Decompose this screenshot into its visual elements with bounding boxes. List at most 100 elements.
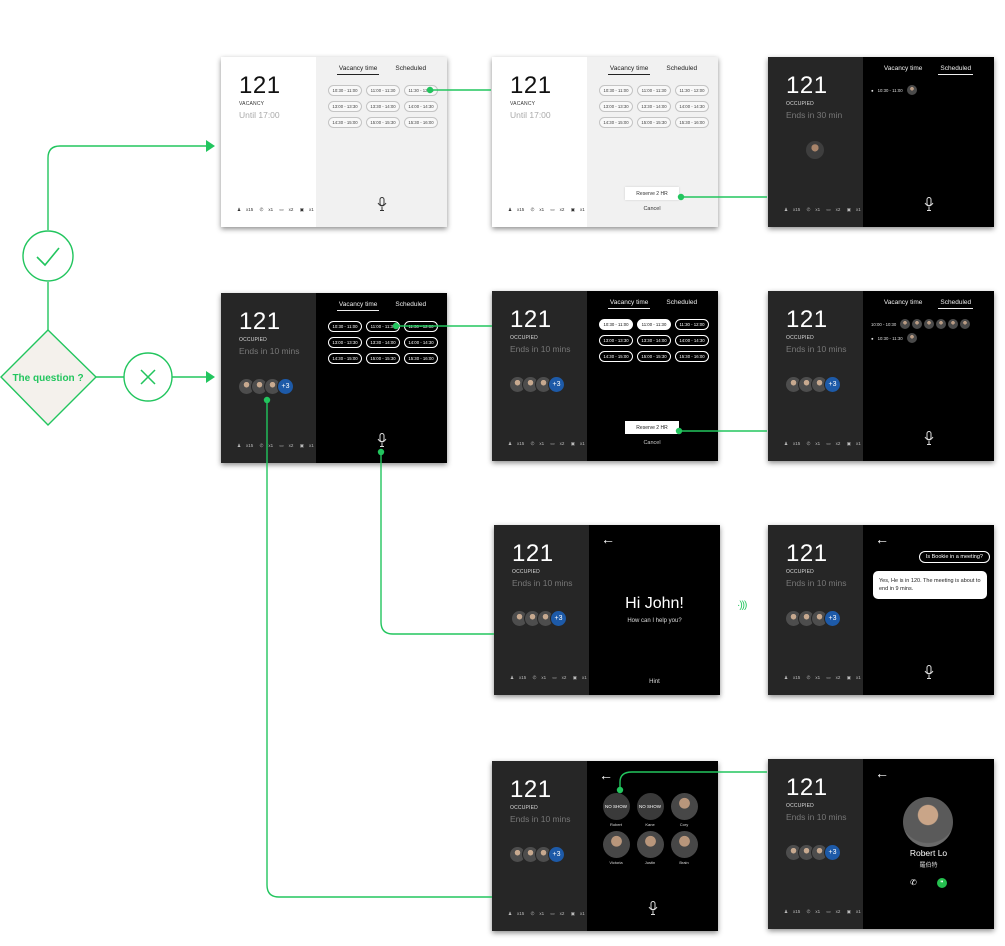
mic-icon[interactable] [924, 431, 934, 445]
attendee-avatars[interactable]: +3 [511, 610, 567, 627]
time-slot[interactable]: 11:00 - 11:30 [366, 85, 400, 96]
room-panel: 121 OCCUPIED Ends in 10 mins +3 ♟x15 ✆x1… [492, 761, 587, 931]
time-slot[interactable]: 13:00 - 13:30 [599, 101, 633, 112]
greeting: Hi John! [625, 595, 684, 612]
amenities: ♟x15 ✆x1 ▭x2 ▣x1 [508, 207, 585, 212]
time-slot[interactable]: 11:30 - 12:00 [404, 85, 438, 96]
tab-scheduled[interactable]: Scheduled [666, 299, 698, 306]
time-slot[interactable]: 10:30 - 11:00 [599, 85, 633, 96]
list-item: 10:00 - 10:30 [871, 317, 971, 331]
time-slot[interactable]: 15:30 - 16:00 [675, 117, 709, 128]
attendee-avatars[interactable]: +3 [785, 376, 841, 393]
phone-icon: ✆ [532, 675, 537, 680]
time-slot[interactable]: 14:00 - 14:30 [675, 101, 709, 112]
tab-scheduled[interactable]: Scheduled [395, 301, 427, 308]
time-slot[interactable]: 15:00 - 15:30 [637, 117, 671, 128]
screen-icon: ▭ [550, 207, 555, 212]
attendee-victoria[interactable]: Victoria [601, 831, 631, 865]
room-status: VACANCY [510, 101, 536, 107]
tab-scheduled[interactable]: Scheduled [938, 65, 974, 75]
back-arrow-icon[interactable]: ← [875, 531, 889, 547]
time-slot[interactable]: 15:30 - 16:00 [404, 117, 438, 128]
screen-icon: ▭ [826, 909, 831, 914]
attendee-avatars[interactable]: +3 [509, 846, 565, 863]
tab-vacancy-time[interactable]: Vacancy time [883, 299, 923, 306]
time-slot[interactable]: 14:00 - 14:30 [675, 335, 709, 346]
attendee-avatars[interactable]: +3 [509, 376, 565, 393]
time-slot[interactable]: 14:30 - 15:00 [328, 117, 362, 128]
screen-icon: ▭ [279, 207, 284, 212]
booking-panel: Vacancy time Scheduled 10:00 - 10:30 ●10… [863, 291, 994, 461]
time-slot[interactable]: 13:30 - 14:00 [637, 101, 671, 112]
time-slot[interactable]: 14:00 - 14:30 [404, 101, 438, 112]
time-slot[interactable]: 14:30 - 15:00 [599, 351, 633, 362]
time-slot[interactable]: 13:30 - 14:00 [637, 335, 671, 346]
hint-button[interactable]: Hint [649, 679, 660, 685]
time-slot[interactable]: 11:30 - 12:00 [675, 85, 709, 96]
time-slot[interactable]: 13:00 - 13:30 [328, 101, 362, 112]
attendee-brain[interactable]: Brain [669, 831, 699, 865]
mic-icon[interactable] [924, 197, 934, 211]
tab-scheduled[interactable]: Scheduled [938, 299, 974, 309]
cancel-button[interactable]: Cancel [643, 440, 661, 446]
time-slot[interactable]: 10:30 - 11:00 [328, 85, 362, 96]
time-slot[interactable]: 10:30 - 11:00 [599, 319, 633, 330]
back-arrow-icon[interactable]: ← [875, 765, 889, 781]
attendee-justin[interactable]: Justin [635, 831, 665, 865]
time-slot[interactable]: 15:00 - 15:30 [637, 351, 671, 362]
back-arrow-icon[interactable]: ← [601, 531, 615, 547]
screen-occupied-scheduled: 121 OCCUPIED Ends in 30 min ♟x15 ✆x1 ▭x2… [768, 57, 994, 227]
time-slot[interactable]: 14:30 - 15:00 [599, 117, 633, 128]
tab-vacancy-time[interactable]: Vacancy time [336, 301, 380, 311]
time-slot[interactable]: 11:00 - 11:30 [637, 319, 671, 330]
reserve-button[interactable]: Reserve 2 HR [625, 187, 679, 200]
time-slot[interactable]: 15:00 - 15:30 [366, 117, 400, 128]
mic-icon[interactable] [377, 197, 387, 211]
attendee-avatars[interactable]: +3 [785, 844, 841, 861]
time-slot[interactable]: 14:00 - 14:30 [404, 337, 438, 348]
tab-vacancy-time[interactable]: Vacancy time [607, 65, 651, 75]
vr-icon: ▣ [299, 207, 304, 212]
phone-icon: ✆ [530, 911, 535, 916]
mic-icon[interactable] [924, 665, 934, 679]
time-slot[interactable]: 11:30 - 12:00 [404, 321, 438, 332]
amenities: ♟x15 ✆x1 ▭x2 ▣x1 [784, 675, 861, 680]
tab-vacancy-time[interactable]: Vacancy time [336, 65, 380, 75]
attendee-avatars[interactable]: +3 [785, 610, 841, 627]
time-slot[interactable]: 13:00 - 13:30 [328, 337, 362, 348]
tab-vacancy-time[interactable]: Vacancy time [883, 65, 923, 72]
cancel-button[interactable]: Cancel [643, 206, 661, 212]
tab-vacancy-time[interactable]: Vacancy time [607, 299, 651, 309]
attendee-avatars[interactable]: +3 [238, 378, 294, 395]
time-slot[interactable]: 10:30 - 11:00 [328, 321, 362, 332]
screen-vacancy: 121 VACANCY Until 17:00 ♟x15 ✆x1 ▭x2 ▣x1… [221, 57, 447, 227]
more-attendees-badge: +3 [824, 376, 841, 393]
person-icon: ♟ [784, 441, 789, 446]
time-slot[interactable]: 15:30 - 16:00 [404, 353, 438, 364]
mic-icon[interactable] [377, 433, 387, 447]
time-slot[interactable]: 15:00 - 15:30 [366, 353, 400, 364]
screen-icon: ▭ [826, 441, 831, 446]
reserve-button[interactable]: Reserve 2 HR [625, 421, 679, 434]
time-slot[interactable]: 11:00 - 11:30 [366, 321, 400, 332]
phone-icon[interactable]: ✆ [910, 878, 917, 887]
time-slot[interactable]: 13:30 - 14:00 [366, 101, 400, 112]
time-slot[interactable]: 11:30 - 12:00 [675, 319, 709, 330]
time-slot[interactable]: 13:30 - 14:00 [366, 337, 400, 348]
assistant-answer-bubble: Yes, He is in 120. The meeting is about … [873, 571, 987, 599]
chat-icon[interactable]: ❞ [936, 878, 947, 888]
room-number: 121 [510, 776, 552, 803]
time-slot[interactable]: 13:00 - 13:30 [599, 335, 633, 346]
attendee-cory[interactable]: Cory [669, 793, 699, 827]
cross-icon [140, 369, 156, 385]
mic-icon[interactable] [648, 901, 658, 915]
tab-scheduled[interactable]: Scheduled [666, 65, 698, 72]
back-arrow-icon[interactable]: ← [599, 767, 613, 783]
time-slot[interactable]: 15:30 - 16:00 [675, 351, 709, 362]
time-slot[interactable]: 11:00 - 11:30 [637, 85, 671, 96]
time-slot[interactable]: 14:30 - 15:00 [328, 353, 362, 364]
tab-scheduled[interactable]: Scheduled [395, 65, 427, 72]
amenities: ♟x15 ✆x1 ▭x2 ▣x1 [784, 441, 861, 446]
